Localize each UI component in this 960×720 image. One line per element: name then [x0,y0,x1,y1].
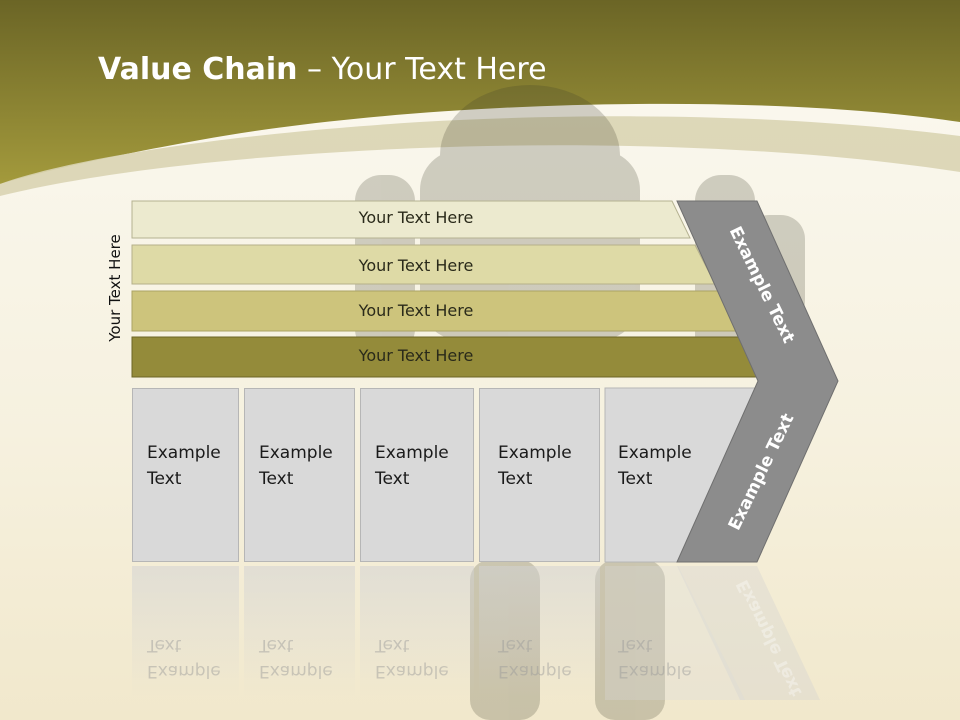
row-label-4: Your Text Here [358,346,474,365]
row-label-2: Your Text Here [358,256,474,275]
header-band [0,0,960,184]
box-3 [360,388,474,562]
side-label: Your Text Here [106,234,124,342]
title-strong: Value Chain [98,52,298,87]
box-2 [244,388,355,562]
title-rest: – Your Text Here [297,52,547,87]
chevron-arrow [676,200,839,563]
box-1 [132,388,239,562]
box-4-reflection [479,566,600,696]
box-1-reflection [132,566,239,696]
box-5-reflection [605,566,745,700]
header-swoosh [0,116,960,196]
box-4 [479,388,600,562]
row-label-1: Your Text Here [358,208,474,227]
box-3-reflection [360,566,474,696]
box-2-reflection [244,566,355,696]
slide-title: Value Chain – Your Text Here [98,52,547,87]
row-bar-1 [131,200,691,239]
chevron-reflection [677,566,820,700]
row-label-3: Your Text Here [358,301,474,320]
